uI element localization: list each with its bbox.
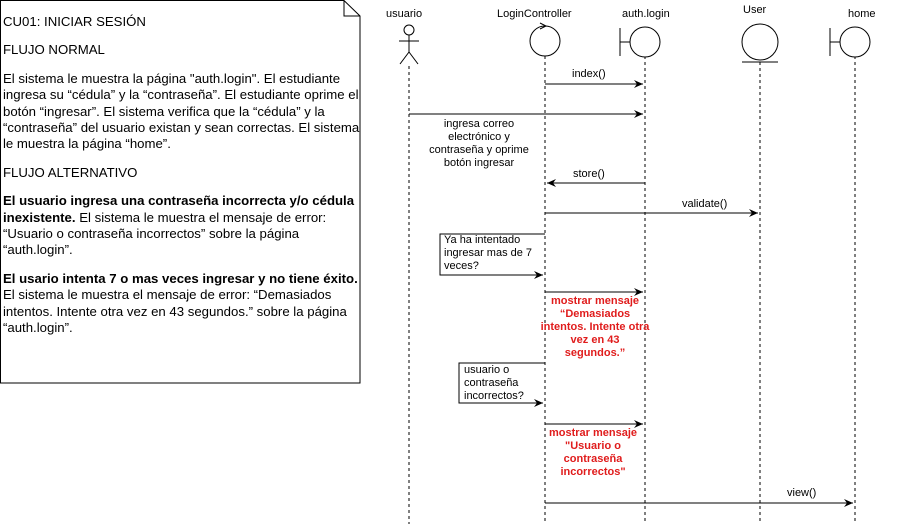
usuario-label: usuario [386, 8, 423, 20]
alt-flow-heading: FLUJO ALTERNATIVO [3, 164, 138, 180]
alt-flow-1-condition: El usuario ingresa una contraseña incorr… [3, 193, 355, 225]
alt-flow-1: El usuario ingresa una contraseña incorr… [3, 193, 360, 259]
auth-login-label: auth.login [622, 8, 670, 20]
ingresa-label: ingresa correo electrónico y contraseña … [429, 118, 529, 169]
control-icon [529, 22, 561, 57]
entity-icon [741, 23, 779, 63]
incorrectos-message: mostrar mensaje "Usuario o contraseña in… [548, 427, 638, 478]
normal-flow-heading: FLUJO NORMAL [3, 42, 105, 58]
note-shape [0, 0, 361, 384]
store-label: store() [573, 168, 605, 180]
login-controller-label: LoginController [497, 8, 572, 20]
alt-flow-2-condition: El usario intenta 7 o mas veces ingresar… [3, 270, 358, 286]
alt-flow-2-text: El sistema le muestra el mensaje de erro… [3, 287, 347, 336]
note-title: CU01: INICIAR SESIÓN [3, 14, 146, 29]
boundary-icon [619, 26, 661, 58]
intentos-question: Ya ha intentado ingresar mas de 7 veces? [444, 234, 533, 272]
incorrectos-question: usuario o contraseña incorrectos? [464, 364, 524, 402]
index-label: index() [572, 68, 606, 80]
demasiados-message: mostrar mensaje “Demasiados intentos. In… [540, 295, 650, 359]
normal-flow-text: El sistema le muestra la página "auth.lo… [3, 70, 360, 152]
incorrectos-self-arrow [458, 362, 545, 407]
intentos-self-arrow [439, 233, 545, 279]
view-label: view() [787, 487, 817, 499]
use-case-note: CU01: INICIAR SESIÓN FLUJO NORMAL El sis… [0, 0, 361, 384]
user-label: User [743, 4, 767, 16]
alt-flow-2: El usario intenta 7 o mas veces ingresar… [3, 271, 360, 337]
alt-flow-1-text: El sistema le muestra el mensaje de erro… [3, 209, 327, 258]
home-label: home [848, 8, 876, 20]
validate-label: validate() [682, 198, 728, 210]
home-boundary-icon [829, 26, 871, 58]
usuario-actor-icon [399, 24, 419, 65]
